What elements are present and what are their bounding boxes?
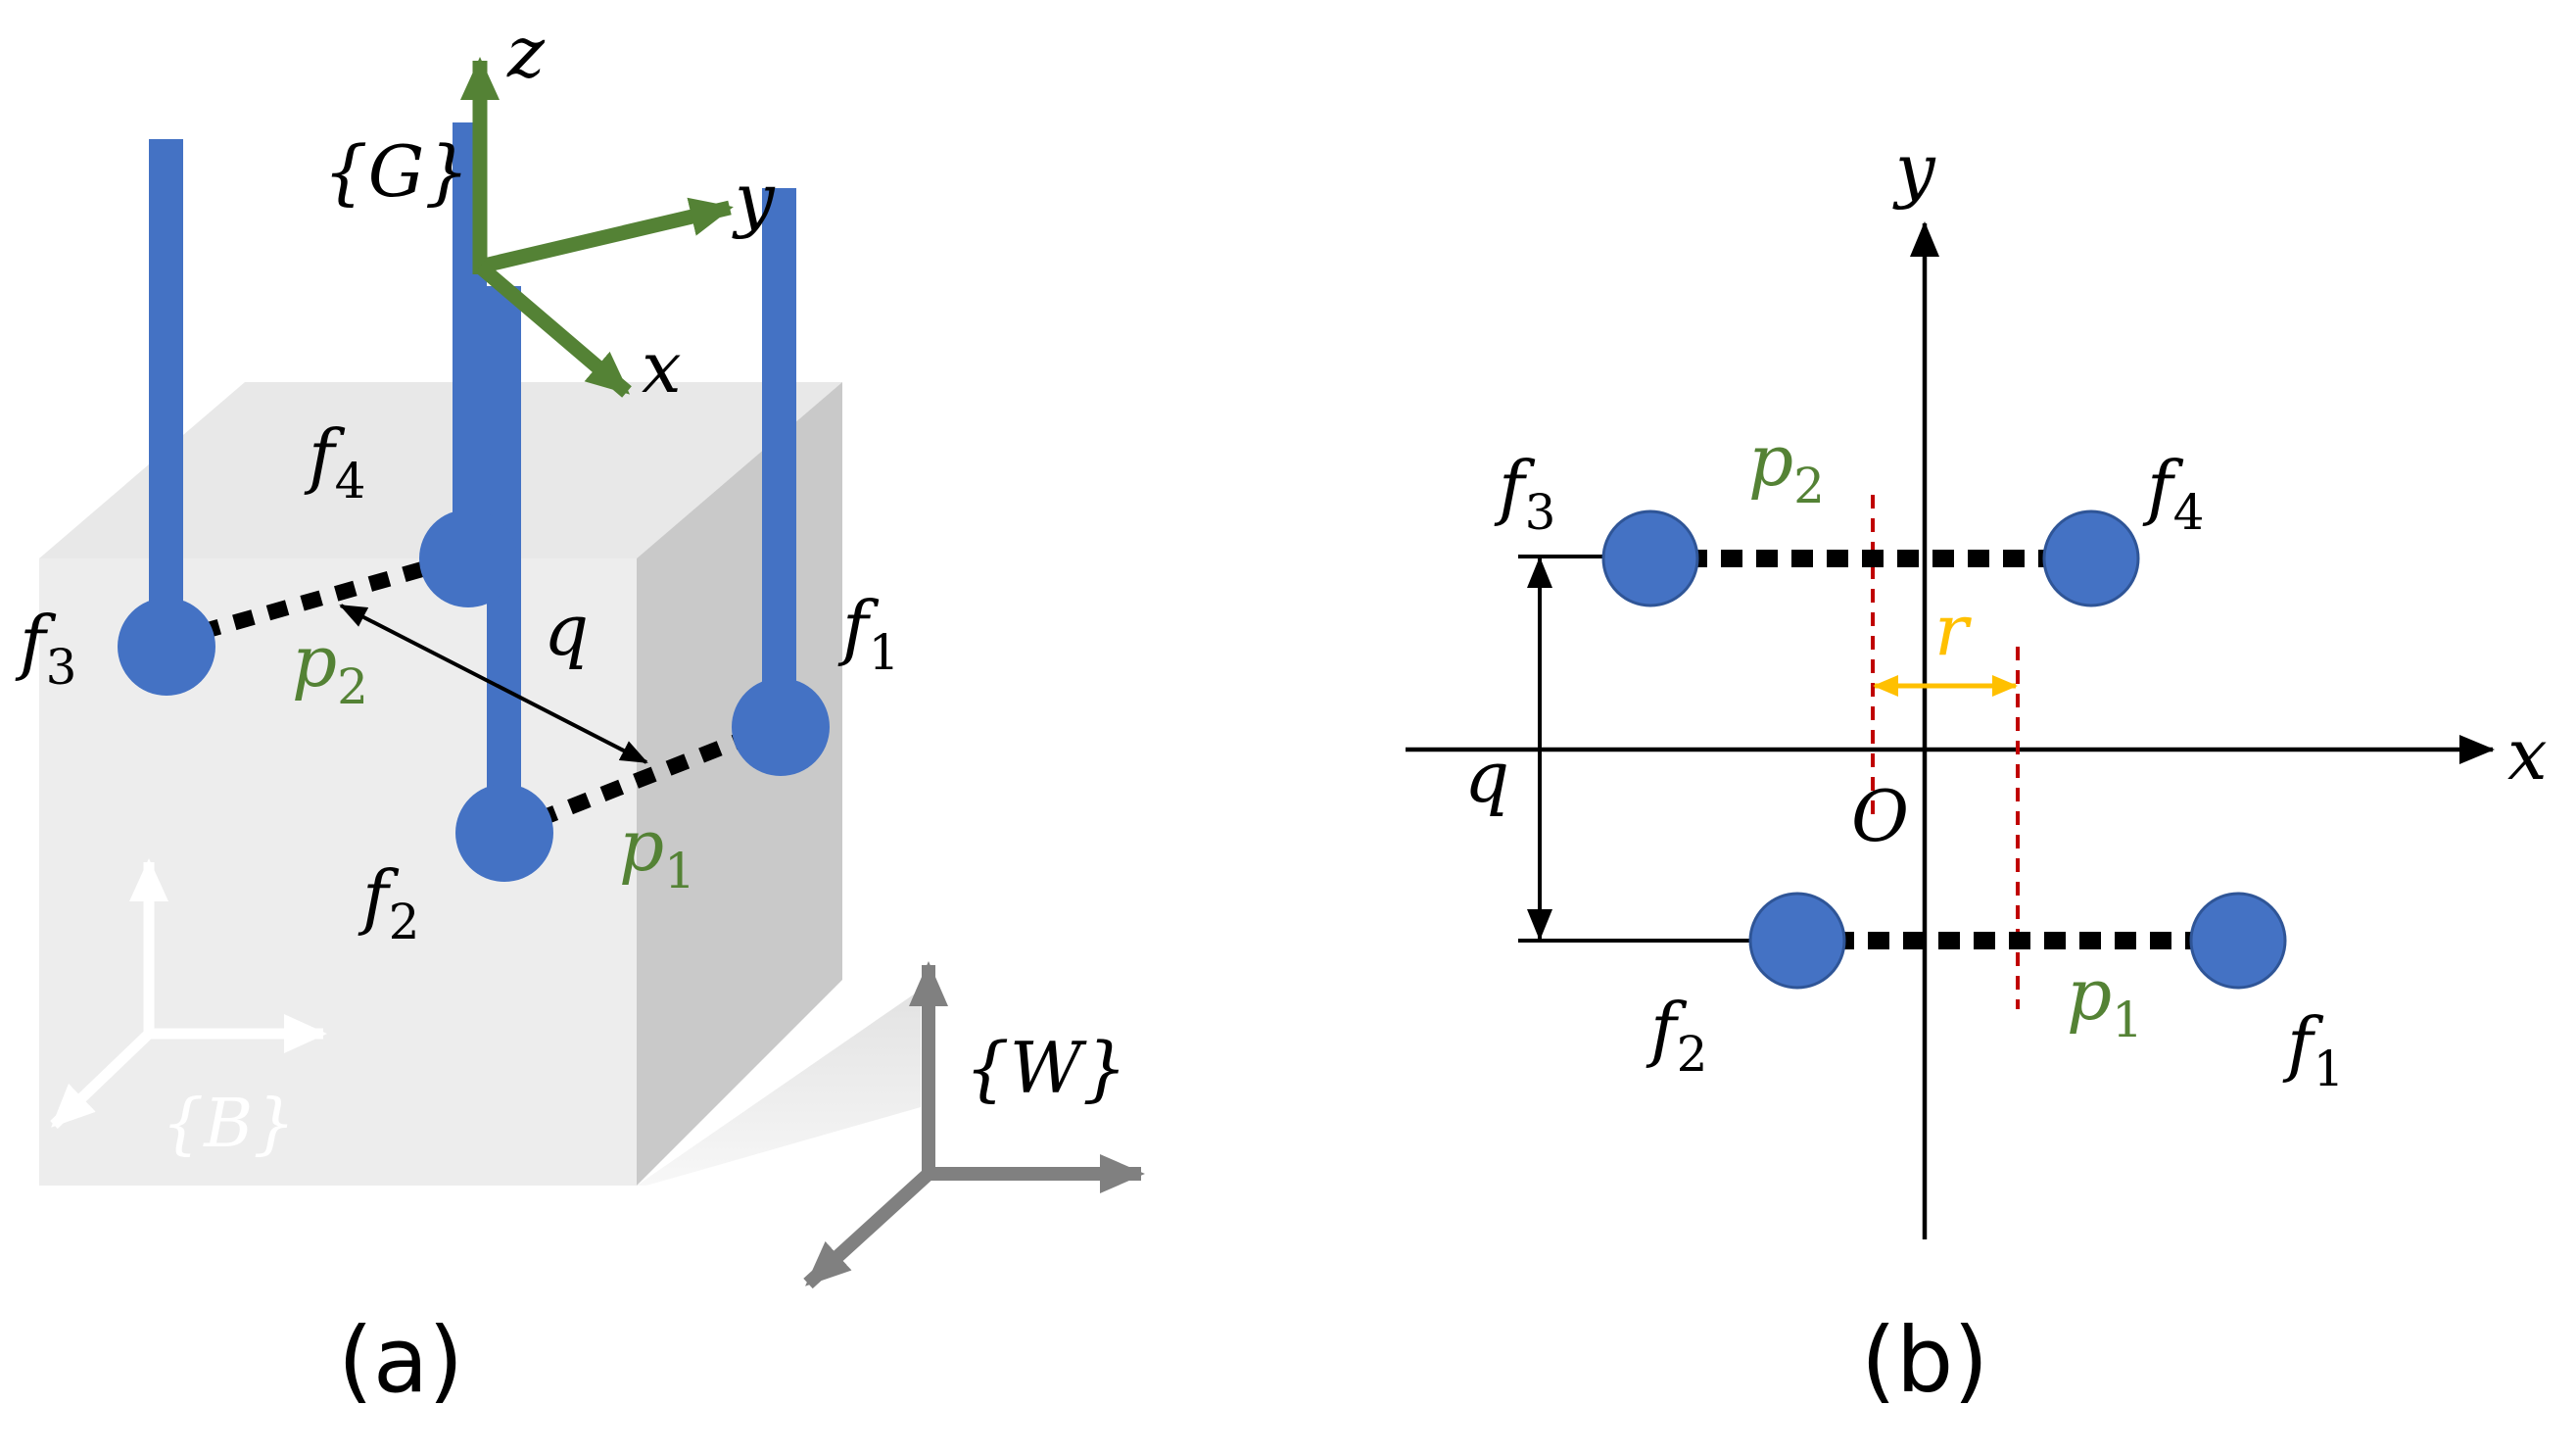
finger-label-f1: f1 — [837, 586, 899, 681]
finger-f2-tip — [455, 784, 553, 882]
box-top-face — [39, 382, 842, 558]
panel-a: {B} z y x {G} f4 f3 f1 f2 p2 — [15, 11, 1145, 1413]
frame-g — [460, 57, 734, 398]
finger-f3-tip — [118, 598, 215, 696]
frame-g-label: {G} — [323, 130, 469, 213]
panel-b: x y O r q f3 f4 f2 f1 p2 p1 (b) — [1406, 128, 2548, 1413]
point-label-p2-b: p2 — [1748, 419, 1825, 514]
finger-label-f4-b: f4 — [2142, 446, 2204, 541]
r-label: r — [1934, 589, 1972, 671]
frame-g-y-label: y — [732, 158, 776, 240]
frame-b: {B} — [50, 858, 327, 1163]
point-label-p2: p2 — [292, 620, 368, 715]
frame-w-label: {W} — [965, 1027, 1127, 1109]
point-label-p1-b: p1 — [2067, 953, 2143, 1048]
q-label-a: q — [544, 589, 589, 671]
q-arrow — [339, 604, 648, 764]
origin-label: O — [1851, 775, 1909, 857]
finger-f1-tip — [732, 678, 830, 776]
axis-x-label: x — [2507, 713, 2548, 796]
axis-y-label: y — [1892, 128, 1936, 211]
finger-f4-tip-b — [2042, 509, 2140, 607]
caption-b: (b) — [1861, 1308, 1988, 1413]
finger-f3-rod — [149, 139, 183, 639]
finger-label-f1-b: f1 — [2282, 1002, 2344, 1097]
finger-f1-rod — [762, 188, 796, 732]
f3-f4-contact-line — [164, 551, 463, 650]
caption-a: (a) — [338, 1308, 463, 1413]
point-label-p1: p1 — [619, 804, 695, 899]
f2-f1-contact-line — [501, 717, 782, 841]
finger-f2-tip-b — [1748, 892, 1846, 990]
finger-label-f2-b: f2 — [1646, 988, 1707, 1083]
frame-b-label: {B} — [162, 1086, 296, 1163]
frame-w — [803, 961, 1145, 1289]
finger-f1-tip-b — [2189, 892, 2287, 990]
finger-label-f3-b: f3 — [1494, 446, 1555, 541]
q-label-b: q — [1464, 736, 1509, 818]
finger-f3-tip-b — [1601, 509, 1699, 607]
frame-g-x-label: x — [642, 326, 682, 409]
finger-f4-tip — [419, 509, 517, 607]
frame-g-z-label: z — [506, 11, 546, 93]
